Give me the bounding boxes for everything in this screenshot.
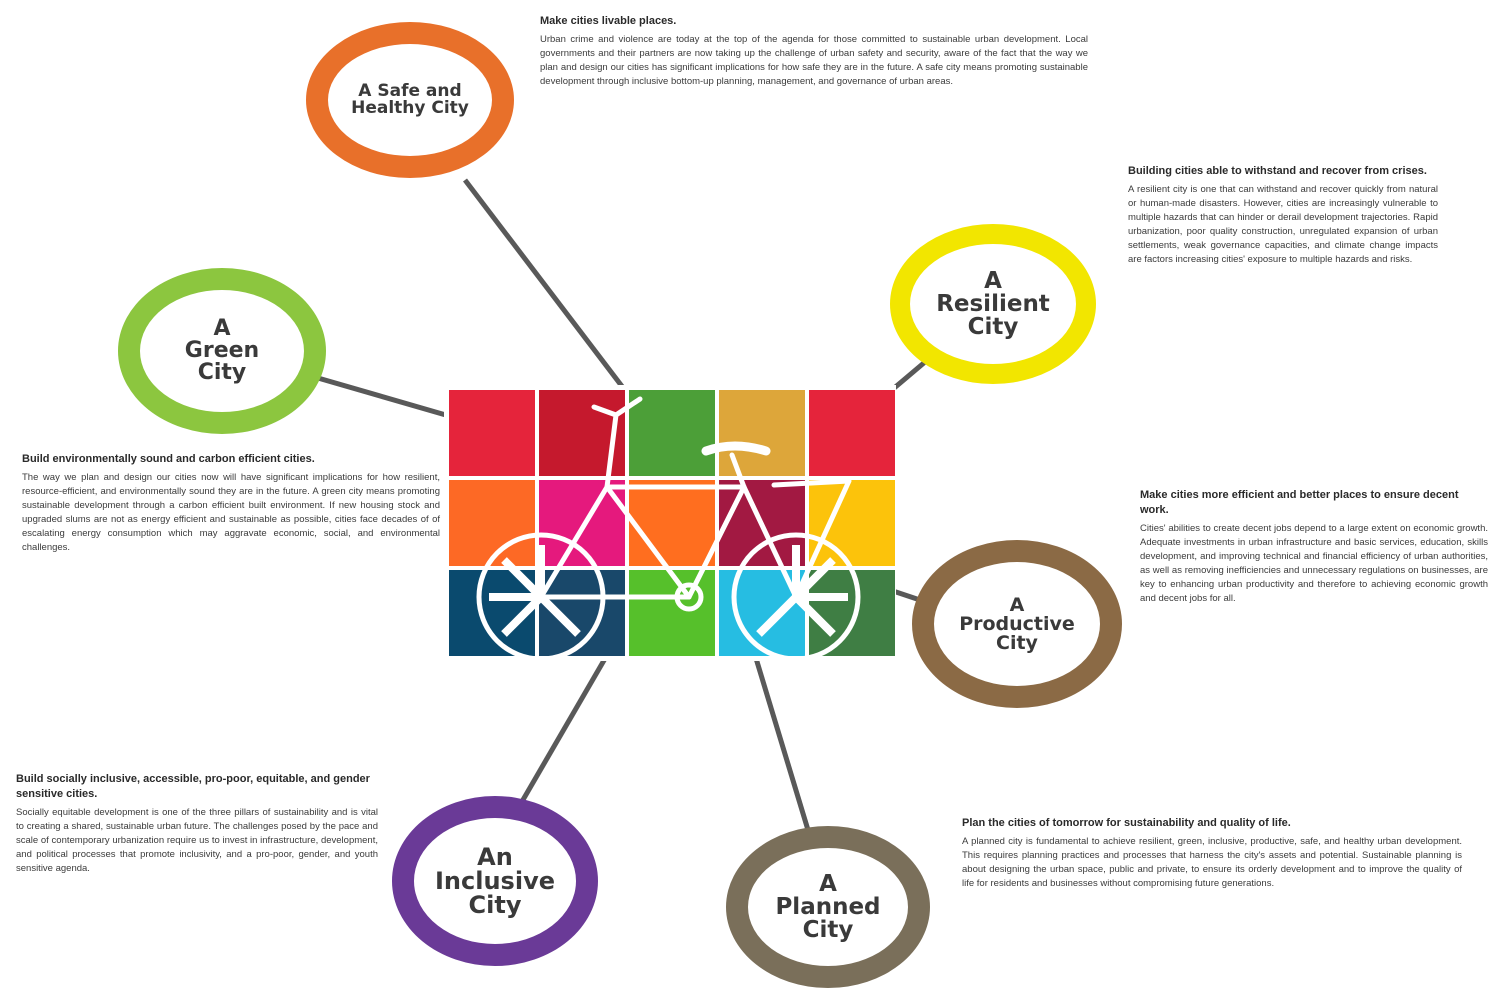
sdg-tile xyxy=(449,390,535,476)
safe-city-body: Urban crime and violence are today at th… xyxy=(540,33,1088,87)
safe-city-heading: Make cities livable places. xyxy=(540,15,677,27)
safe-city-title: A Safe and Healthy City xyxy=(351,81,469,118)
productive-city-title: A Productive City xyxy=(959,593,1075,654)
connector-inclusive xyxy=(517,648,613,807)
sdg-tile xyxy=(539,570,625,656)
sdg-bicycle-logo xyxy=(444,385,896,661)
sdg-tile xyxy=(719,480,805,566)
safe-city-text: Make cities livable places. Urban crime … xyxy=(540,14,1088,89)
planned-city-heading: Plan the cities of tomorrow for sustaina… xyxy=(962,817,1291,829)
green-city-heading: Build environmentally sound and carbon e… xyxy=(22,453,315,465)
sdg-tile xyxy=(809,480,895,566)
resilient-city-ring: A Resilient City xyxy=(890,224,1096,384)
connector-safe xyxy=(463,178,642,412)
resilient-city-body: A resilient city is one that can withsta… xyxy=(1128,183,1438,266)
sdg-tile xyxy=(629,570,715,656)
resilient-city-text: Building cities able to withstand and re… xyxy=(1128,164,1458,267)
sdg-tile xyxy=(449,570,535,656)
sdg-tile xyxy=(809,570,895,656)
sdg-tile xyxy=(809,390,895,476)
inclusive-city-ring: An Inclusive City xyxy=(392,796,598,966)
safe-city-ring: A Safe and Healthy City xyxy=(306,22,514,178)
inclusive-city-heading: Build socially inclusive, accessible, pr… xyxy=(16,773,370,800)
green-city-title: A Green City xyxy=(184,316,260,385)
sdg-tile xyxy=(629,480,715,566)
sdg-tile xyxy=(449,480,535,566)
sdg-tile xyxy=(719,570,805,656)
planned-city-body: A planned city is fundamental to achieve… xyxy=(962,835,1462,889)
sdg-tile xyxy=(539,480,625,566)
inclusive-city-text: Build socially inclusive, accessible, pr… xyxy=(16,772,378,876)
planned-city-title: A Planned City xyxy=(775,870,881,943)
green-city-text: Build environmentally sound and carbon e… xyxy=(22,452,440,555)
sdg-tile xyxy=(539,390,625,476)
green-city-body: The way we plan and design our cities no… xyxy=(22,471,440,554)
productive-city-ring: A Productive City xyxy=(912,540,1122,708)
resilient-city-heading: Building cities able to withstand and re… xyxy=(1128,165,1427,177)
productive-city-heading: Make cities more efficient and better pl… xyxy=(1140,489,1459,516)
connector-planned xyxy=(752,654,811,831)
planned-city-ring: A Planned City xyxy=(726,826,930,988)
productive-city-body: Cities' abilities to create decent jobs … xyxy=(1140,522,1488,604)
sdg-tile xyxy=(629,390,715,476)
productive-city-text: Make cities more efficient and better pl… xyxy=(1140,488,1488,606)
sdg-color-grid xyxy=(449,390,895,656)
inclusive-city-body: Socially equitable development is one of… xyxy=(16,806,378,874)
inclusive-city-title: An Inclusive City xyxy=(435,843,555,919)
sdg-tile xyxy=(719,390,805,476)
planned-city-text: Plan the cities of tomorrow for sustaina… xyxy=(962,816,1462,891)
resilient-city-title: A Resilient City xyxy=(936,267,1050,340)
green-city-ring: A Green City xyxy=(118,268,326,434)
